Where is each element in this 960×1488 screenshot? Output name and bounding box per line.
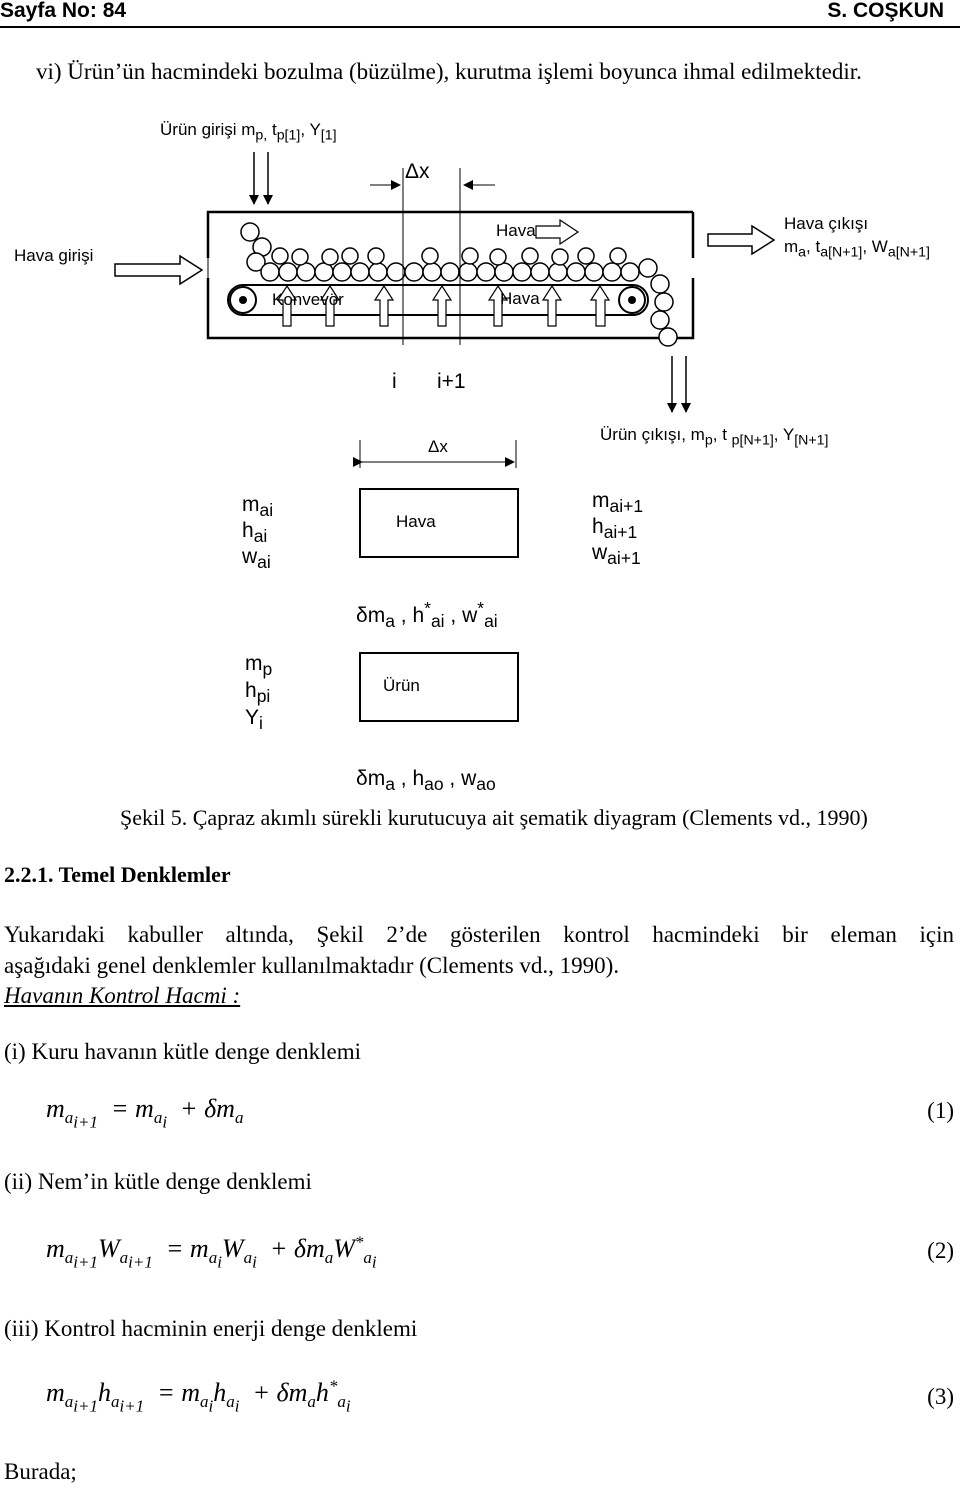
product-inlet-state: mp hpi Yi <box>245 652 273 734</box>
air-box-label: Hava <box>396 512 436 531</box>
product-control-volume <box>359 652 519 722</box>
conveyor-roller-left <box>229 286 257 314</box>
author-name: S. COŞKUN <box>827 0 944 22</box>
intro-line: vi) Ürün’ün hacmindeki bozulma (büzülme)… <box>36 59 862 84</box>
air-outlet-arrow <box>707 224 776 256</box>
dryer-figure <box>114 152 776 468</box>
air-outlet-state: mai+1 hai+1 wai+1 <box>592 489 644 564</box>
product-particles <box>240 222 678 347</box>
equation-2-number: (2) <box>927 1238 954 1263</box>
index-i-plus-1: i+1 <box>437 370 466 393</box>
header-rule <box>0 26 960 28</box>
index-i: i <box>392 370 397 393</box>
item-3: (iii) Kontrol hacminin enerji denge denk… <box>4 1316 418 1341</box>
item-1: (i) Kuru havanın kütle denge denklemi <box>4 1039 362 1064</box>
equation-1: mai+1 = mai + δma <box>46 1094 244 1132</box>
section-title: 2.2.1. Temel Denklemler <box>4 862 231 887</box>
outlet-flux-label: δma , hao , wao <box>356 767 496 795</box>
product-inlet-label: Ürün girişi mp, tp[1], Y[1] <box>160 120 337 144</box>
equation-2: mai+1Wai+1 = maiWai + δmaW*ai <box>46 1232 377 1272</box>
paragraph-line-2: aşağıdaki genel denklemler kullanılmakta… <box>4 953 620 978</box>
air-outlet-vars: ma, ta[N+1], Wa[N+1] <box>784 237 930 261</box>
housing-bottom <box>206 278 695 340</box>
equation-1-number: (1) <box>927 1098 954 1123</box>
subsection-heading: Havanın Kontrol Hacmi : <box>4 983 241 1008</box>
product-outlet-label: Ürün çıkışı, mp, t p[N+1], Y[N+1] <box>600 425 829 449</box>
air-inlet-arrow <box>114 254 204 286</box>
page-number: Sayfa No: 84 <box>0 0 127 22</box>
moisture-flux-label: δma , h*ai , w*ai <box>356 598 498 632</box>
conveyor-label: Konvevör <box>272 290 344 309</box>
housing-top <box>206 210 693 258</box>
item-2: (ii) Nem’in kütle denge denklemi <box>4 1169 312 1194</box>
dx-label-top: Δx <box>405 160 430 183</box>
dx-label-bottom: Δx <box>428 437 448 456</box>
air-label-top: Hava <box>496 221 536 240</box>
burada-label: Burada; <box>4 1459 77 1484</box>
figure-caption: Şekil 5. Çapraz akımlı sürekli kurutucuy… <box>120 805 868 830</box>
air-label-bottom: Hava <box>500 289 540 308</box>
air-inlet-state: mai hai wai <box>242 493 274 573</box>
conveyor-roller-right <box>618 286 646 314</box>
air-inlet-label: Hava girişi <box>14 246 94 265</box>
paragraph-line-1: Yukarıdaki kabuller altında, Şekil 2’de … <box>4 922 954 947</box>
air-control-volume <box>359 488 519 558</box>
equation-3-number: (3) <box>927 1384 954 1409</box>
air-outlet-title: Hava çıkışı <box>784 214 869 233</box>
equation-3: mai+1hai+1 = maihai + δmah*ai <box>46 1376 351 1416</box>
product-box-label: Ürün <box>383 676 420 695</box>
